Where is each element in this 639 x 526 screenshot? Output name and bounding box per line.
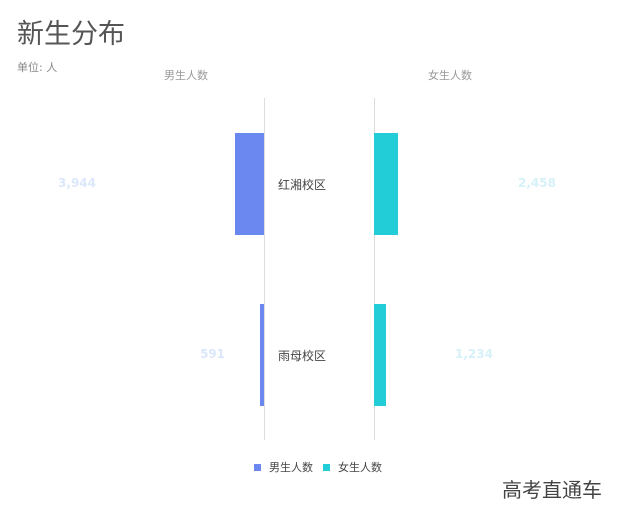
bar-male <box>259 304 264 406</box>
female-axis-line <box>374 98 375 440</box>
bar-male <box>235 133 264 235</box>
legend-label-male[interactable]: 男生人数 <box>269 461 313 474</box>
category-label: 雨母校区 <box>278 349 327 363</box>
chart-title: 新生分布 <box>17 19 125 50</box>
female-series-header: 女生人数 <box>428 69 472 82</box>
value-label-female: 1,234 <box>455 347 493 361</box>
legend-swatch-male <box>254 463 261 471</box>
bar-female <box>374 304 387 406</box>
category-label: 红湘校区 <box>278 178 327 192</box>
value-label-male: 3,944 <box>58 176 96 190</box>
watermark: 高考直通车 <box>502 478 602 502</box>
value-label-male: 591 <box>199 347 225 361</box>
bar-female <box>374 133 398 235</box>
legend-swatch-female <box>323 463 330 471</box>
unit-label: 单位: 人 <box>17 61 58 74</box>
value-label-female: 2,458 <box>518 176 556 190</box>
male-series-header: 男生人数 <box>164 69 208 82</box>
legend-label-female[interactable]: 女生人数 <box>338 461 382 474</box>
legend: 男生人数 女生人数 <box>254 459 392 475</box>
male-axis-line <box>264 98 265 440</box>
